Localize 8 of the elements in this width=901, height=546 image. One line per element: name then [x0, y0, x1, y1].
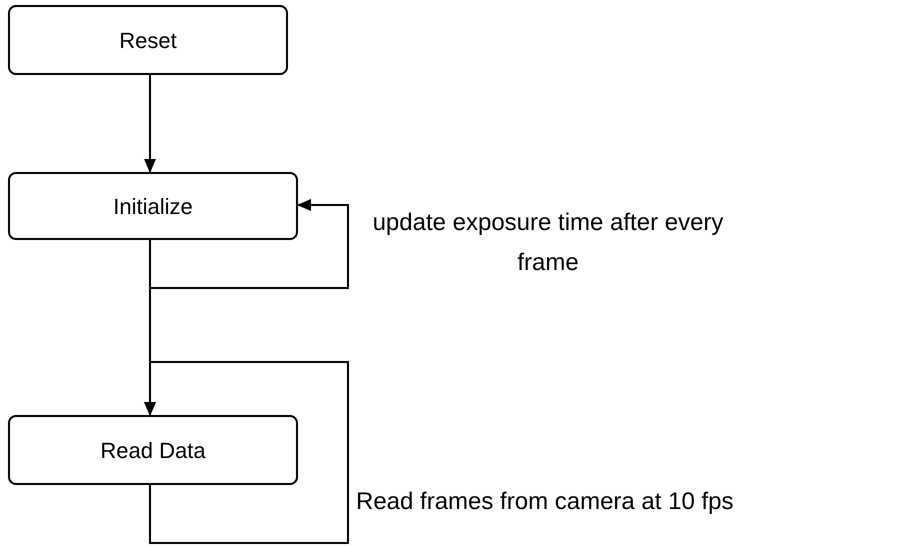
- edge-label: update exposure time after every frame: [372, 208, 724, 278]
- process-box: Reset: [8, 5, 288, 75]
- arrow: [144, 361, 349, 544]
- arrow: [149, 199, 349, 289]
- process-box: Read Data: [8, 415, 298, 485]
- arrow: [144, 75, 156, 173]
- process-box: Initialize: [8, 172, 298, 240]
- edge-label: Read frames from camera at 10 fps: [356, 487, 734, 517]
